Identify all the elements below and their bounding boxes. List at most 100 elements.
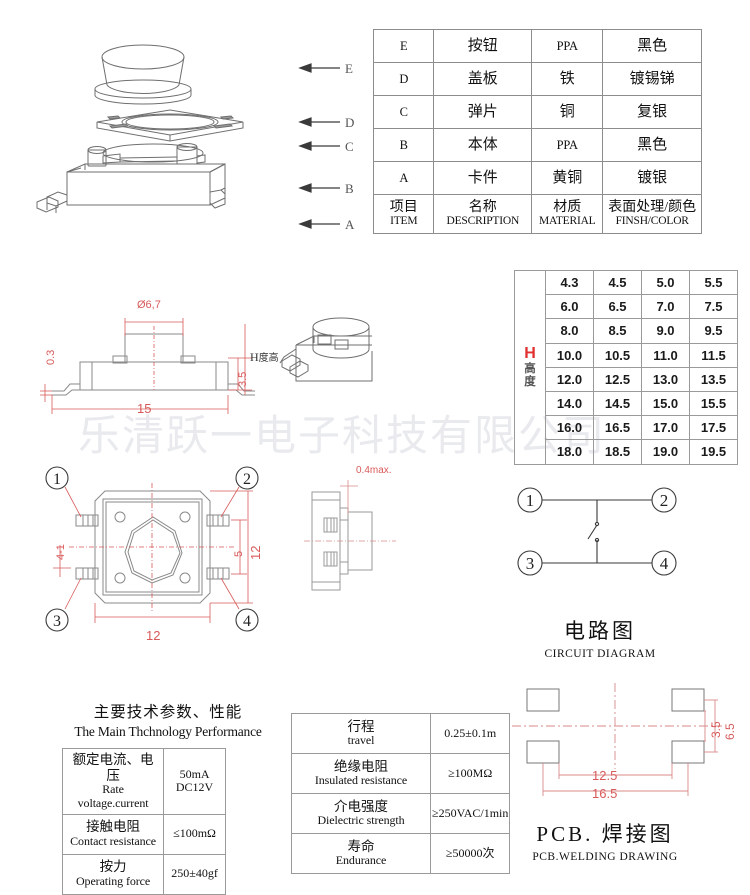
- height-value: 16.0: [545, 415, 594, 441]
- height-value: 13.0: [641, 366, 690, 392]
- switch-body: [66, 143, 226, 206]
- spec-header-cn: 主要技术参数、性能: [93, 704, 243, 721]
- height-value: 15.0: [641, 390, 690, 417]
- table-row: 12.0 12.5 13.0 13.5: [515, 366, 738, 392]
- spec-header: 主要技术参数、性能 The Main Thchnology Performanc…: [60, 700, 276, 740]
- side-view-dim-thickness: 0.4max.: [356, 465, 392, 476]
- spec-label-cn: 接触电阻: [86, 819, 141, 835]
- bom-header-material-cn: 材质: [553, 199, 582, 215]
- height-symbol: H: [524, 344, 536, 362]
- pcb-dim-inner-height: 3.5: [709, 721, 723, 738]
- table-row: 6.0 6.5 7.0 7.5: [515, 294, 738, 320]
- pin-circle-3: [45, 608, 69, 632]
- height-value: 8.5: [593, 318, 642, 344]
- height-table-label: H 高 度: [514, 270, 546, 465]
- height-value: 6.0: [545, 294, 594, 320]
- bom-finish: 黑色: [637, 37, 668, 54]
- height-value: 7.0: [641, 294, 690, 320]
- bom-finish: 镀锡锑: [629, 70, 675, 87]
- pin-number-2: 2: [243, 471, 251, 488]
- bom-item: A: [399, 170, 409, 185]
- pin-number-4: 4: [243, 613, 251, 630]
- terminal-1: [75, 514, 99, 527]
- table-row: B 本体 PPA 黑色: [372, 128, 702, 162]
- actuator-octagon: [124, 516, 183, 584]
- table-row: 按力 Operating force 250±40gf: [61, 853, 226, 895]
- circuit-title-en: CIRCUIT DIAGRAM: [544, 648, 656, 660]
- spec-label-en: Rate voltage.current: [77, 782, 149, 810]
- bom-header-item-en: ITEM: [390, 215, 418, 228]
- table-row: D 盖板 铁 镀锡锑: [372, 62, 702, 96]
- spec-value: ≤100mΩ: [163, 813, 226, 855]
- height-value: 11.5: [689, 342, 738, 368]
- bom-description: 盖板: [467, 70, 498, 87]
- height-value: 8.0: [545, 318, 594, 344]
- body-outline: [94, 490, 211, 604]
- pin-number-3: 3: [53, 613, 61, 630]
- bom-description: 弹片: [467, 103, 498, 120]
- bom-description: 卡件: [467, 169, 498, 186]
- button-cap-top: [101, 44, 185, 70]
- table-row: 介电强度 Dielectric strength ≥250VAC/1min: [291, 793, 511, 834]
- circuit-terminal-label-3: 3: [526, 554, 535, 573]
- height-label-cn-1: 高: [524, 363, 536, 376]
- spec-label-en: Contact resistance: [70, 833, 156, 848]
- height-value: 18.0: [545, 439, 594, 465]
- table-row: 接触电阻 Contact resistance ≤100mΩ: [61, 813, 226, 855]
- pcb-welding-drawing: [512, 683, 732, 813]
- spec-value: ≥100MΩ: [429, 753, 511, 794]
- h-label-cn: 度高: [258, 353, 279, 364]
- height-value: 9.0: [641, 318, 690, 344]
- bottom-view-dim-pin: 4-1: [55, 544, 67, 560]
- spec-value: 50mA DC12V: [163, 748, 226, 815]
- bom-material: PPA: [556, 38, 578, 53]
- front-view-dim-width: 15: [137, 401, 152, 416]
- height-value: 4.3: [545, 269, 594, 296]
- spec-label-en: Insulated resistance: [314, 773, 408, 788]
- bom-material: PPA: [556, 137, 578, 152]
- bom-description: 按钮: [467, 37, 498, 54]
- pcb-dim-outer-width: 16.5: [592, 786, 618, 801]
- pin-circle-1: [45, 466, 69, 490]
- table-row: A 卡件 黄铜 镀银: [372, 161, 702, 195]
- bom-header-finish-en: FINSH/COLOR: [615, 215, 689, 228]
- bottom-view-drawing: 1 2 3 4: [35, 465, 280, 660]
- spec-label-cn: 绝缘电阻: [334, 758, 388, 774]
- bom-material: 铜: [559, 103, 575, 120]
- pcb-pad-3: [526, 740, 560, 764]
- exploded-view-leaders: [298, 55, 358, 235]
- exploded-label-e: E: [345, 61, 353, 76]
- circuit-terminal-label-4: 4: [660, 554, 669, 573]
- isometric-view-drawing: [262, 305, 382, 415]
- button-cap-flange: [94, 79, 192, 99]
- spec-label-en: Operating force: [75, 873, 151, 888]
- pin-number-1: 1: [53, 471, 61, 488]
- bom-header-desc-en: DESCRIPTION: [446, 215, 520, 228]
- front-view-body: [79, 361, 229, 391]
- bom-table: E 按钮 PPA 黑色 D 盖板 铁 镀锡锑 C 弹片 铜 复银 B 本体 PP…: [372, 29, 702, 234]
- bom-item: E: [400, 38, 408, 53]
- circuit-terminal-label-2: 2: [660, 491, 669, 510]
- table-row: E 按钮 PPA 黑色: [372, 29, 702, 63]
- bottom-view-dim-pin-span: 5: [233, 550, 245, 557]
- height-label-cn-2: 度: [524, 376, 536, 389]
- bom-header-desc-cn: 名称: [468, 199, 497, 215]
- table-row: H 高 度 4.3 4.5 5.0 5.5: [514, 269, 738, 465]
- height-value: 11.0: [641, 342, 690, 368]
- spec-label-cn: 额定电流、电压: [72, 752, 154, 783]
- height-value: 12.5: [593, 366, 642, 392]
- height-value: 14.5: [593, 390, 642, 417]
- circuit-diagram: 1 2 3 4: [512, 485, 697, 595]
- cover-plate: [96, 109, 244, 142]
- pcb-dim-outer-height: 6.5: [723, 723, 737, 740]
- h-symbol: H: [250, 350, 259, 364]
- table-row: 14.0 14.5 15.0 15.5: [515, 390, 738, 417]
- height-value: 19.0: [641, 439, 690, 465]
- table-row: 绝缘电阻 Insulated resistance ≥100MΩ: [291, 753, 511, 794]
- exploded-label-a: A: [345, 217, 355, 232]
- front-view-dim-body-height: 3.5: [237, 371, 249, 387]
- table-header-row: 项目 ITEM 名称 DESCRIPTION 材质 MATERIAL 表面处理/…: [372, 194, 702, 234]
- exploded-label-c: C: [345, 139, 354, 154]
- bom-item: D: [399, 71, 409, 86]
- height-table: H 高 度 4.3 4.5 5.0 5.5 6.0 6.5 7.0 7.5 8.…: [514, 269, 738, 465]
